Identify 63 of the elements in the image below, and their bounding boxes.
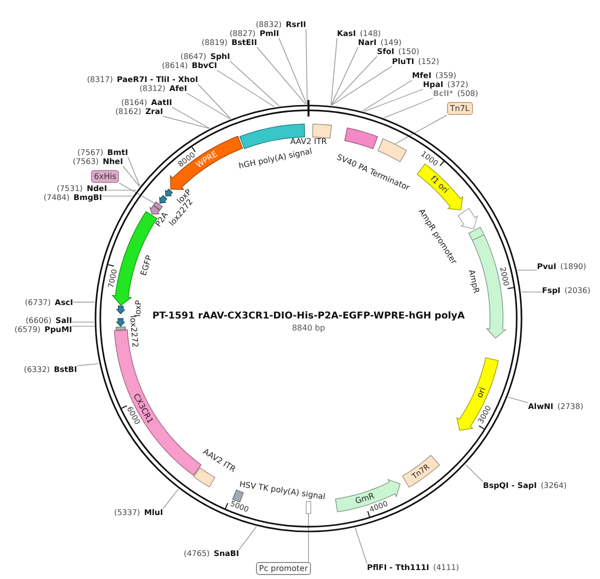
feature-band — [344, 127, 378, 150]
directional-feature — [159, 195, 168, 204]
leader-line — [238, 526, 257, 550]
leader-line — [72, 322, 94, 323]
leader-line — [76, 363, 100, 366]
feature-band — [193, 467, 216, 488]
leader-line — [106, 190, 137, 191]
leader-line — [364, 88, 424, 112]
feature-band — [402, 454, 440, 488]
leader-line — [384, 98, 434, 118]
leader-line — [216, 70, 275, 108]
leader-line — [278, 38, 307, 104]
feature-label: P2A — [154, 210, 170, 228]
feature-label: lox2272 — [128, 316, 140, 348]
feature-band — [312, 124, 332, 139]
leader-line — [128, 156, 140, 186]
feature-label: loxP — [132, 300, 143, 317]
leader-line — [256, 46, 306, 104]
leader-line — [508, 396, 528, 404]
leader-line — [72, 326, 94, 327]
leader-line — [118, 182, 155, 204]
leader-line — [162, 488, 179, 510]
feature-band — [306, 501, 312, 514]
leader-line — [122, 166, 140, 187]
feature-tag: Pc promoter — [256, 562, 311, 575]
plasmid-title: PT-1591 rAAV-CX3CR1-DIO-His-P2A-EGFP-WPRE-hGH polyA — [152, 310, 465, 322]
directional-feature — [116, 318, 126, 327]
leader-line — [198, 84, 231, 119]
feature-label: AmpR — [467, 268, 482, 294]
leader-line — [306, 28, 308, 104]
leader-line — [330, 38, 338, 106]
leader-line — [330, 46, 358, 106]
directional-feature — [468, 226, 507, 339]
feature-label: EGFP — [139, 254, 154, 278]
directional-feature — [164, 188, 173, 197]
feature-label: AAV2 ITR — [290, 137, 327, 146]
leader-line — [330, 56, 378, 106]
leader-line — [162, 116, 210, 129]
directional-feature — [149, 205, 160, 215]
feature-label: hGH poly(A) signal — [238, 146, 313, 171]
leader-line — [354, 528, 368, 564]
feature-label: f1 ori — [428, 174, 450, 196]
directional-feature — [116, 306, 126, 314]
leader-line — [172, 106, 210, 129]
directional-feature — [335, 478, 401, 512]
leader-line — [331, 66, 392, 106]
feature-tag: Tn7L — [447, 102, 473, 115]
leader-line — [230, 60, 280, 106]
feature-band — [378, 138, 408, 162]
feature-band — [153, 201, 163, 210]
leader-line — [394, 114, 448, 144]
plasmid-size: 8840 bp — [292, 324, 326, 332]
feature-label: HSV TK poly(A) signal — [239, 480, 326, 502]
leader-line — [362, 80, 412, 112]
feature-label: ori — [475, 386, 488, 399]
feature-tag: 6xHis — [91, 170, 120, 183]
leader-line — [72, 302, 95, 303]
leader-line — [186, 92, 230, 120]
leader-line — [465, 464, 484, 482]
directional-feature — [456, 357, 499, 431]
directional-feature — [458, 208, 478, 230]
feature-label: GmR — [354, 492, 376, 506]
leader-line — [308, 514, 309, 562]
